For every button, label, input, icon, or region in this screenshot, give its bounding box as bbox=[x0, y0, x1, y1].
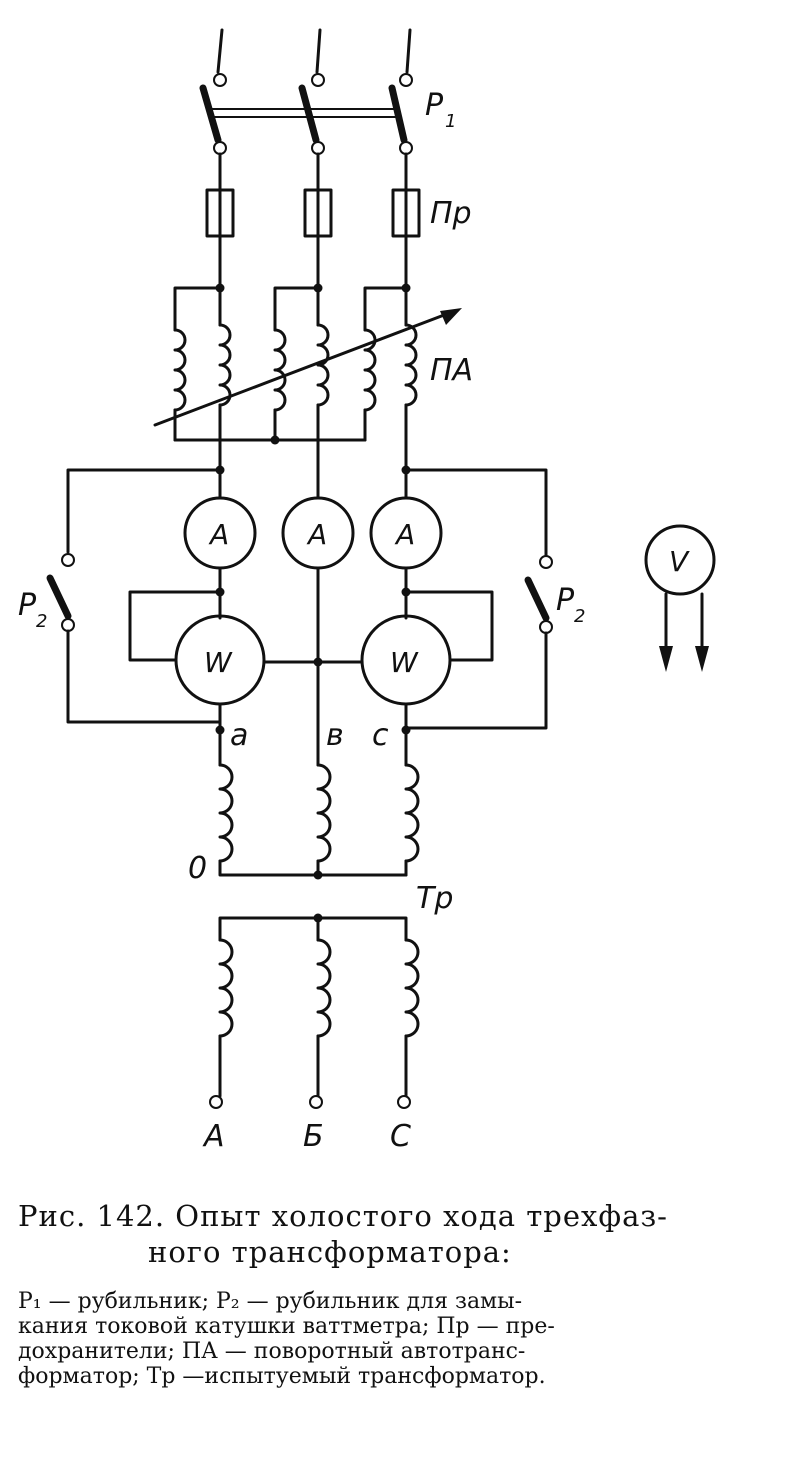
caption-title-line1: Рис. 142. Опыт холостого хода трехфаз- bbox=[18, 1199, 668, 1233]
label-term-c: C bbox=[390, 1119, 411, 1154]
label-p1: Р bbox=[425, 88, 444, 123]
ammeter-c-label: A bbox=[394, 518, 415, 551]
caption-desc-line3: дохранители; ПА — поворотный автотранс- bbox=[18, 1339, 526, 1364]
ammeter-b-label: A bbox=[306, 518, 327, 551]
label-tap-b: в bbox=[326, 718, 344, 753]
circuit-diagram: Р 1 Пр bbox=[18, 28, 716, 1154]
label-term-a: A bbox=[202, 1119, 225, 1154]
figure-caption-description: Р₁ — рубильник; Р₂ — рубильник для замы-… bbox=[18, 1289, 718, 1389]
figure-caption-title: Рис. 142. Опыт холостого хода трехфаз- н… bbox=[18, 1198, 758, 1270]
ammeters-section bbox=[66, 438, 548, 667]
label-pa: ПА bbox=[430, 353, 473, 388]
label-p2-left: Р bbox=[18, 588, 37, 623]
caption-desc-line1: Р₁ — рубильник; Р₂ — рубильник для замы- bbox=[18, 1289, 523, 1314]
caption-desc-line4: форматор; Тр —испытуемый трансформатор. bbox=[18, 1364, 546, 1389]
voltmeter bbox=[644, 524, 716, 672]
switch-p1 bbox=[199, 73, 413, 155]
label-tap-a: a bbox=[230, 718, 248, 753]
label-term-b: Б bbox=[303, 1119, 324, 1154]
wattmeter-2-label: W bbox=[390, 646, 419, 679]
label-neutral: 0 bbox=[188, 851, 207, 886]
switch-p2-left bbox=[46, 553, 222, 724]
transformer-secondary bbox=[218, 738, 420, 880]
label-pr: Пр bbox=[430, 196, 472, 231]
fuses-pr bbox=[205, 152, 421, 290]
supply-lines bbox=[216, 28, 412, 74]
label-p2-right: Р bbox=[556, 583, 575, 618]
autotransformer-pa bbox=[153, 283, 462, 472]
caption-title-line2: ного трансформатора: bbox=[148, 1235, 512, 1269]
wattmeter-1-label: W bbox=[204, 646, 233, 679]
label-p2-left-sub: 2 bbox=[36, 611, 47, 632]
voltmeter-label: V bbox=[669, 545, 690, 578]
label-tap-c: c bbox=[372, 718, 389, 753]
transformer-primary bbox=[209, 913, 420, 1109]
wattmeters bbox=[128, 590, 494, 762]
label-p2-right-sub: 2 bbox=[574, 606, 585, 627]
caption-desc-line2: кания токовой катушки ваттметра; Пр — пр… bbox=[18, 1314, 555, 1339]
ammeter-a-label: A bbox=[208, 518, 229, 551]
label-tr: Тр bbox=[416, 881, 453, 916]
switch-p2-right bbox=[404, 555, 553, 730]
label-p1-sub: 1 bbox=[445, 111, 456, 132]
